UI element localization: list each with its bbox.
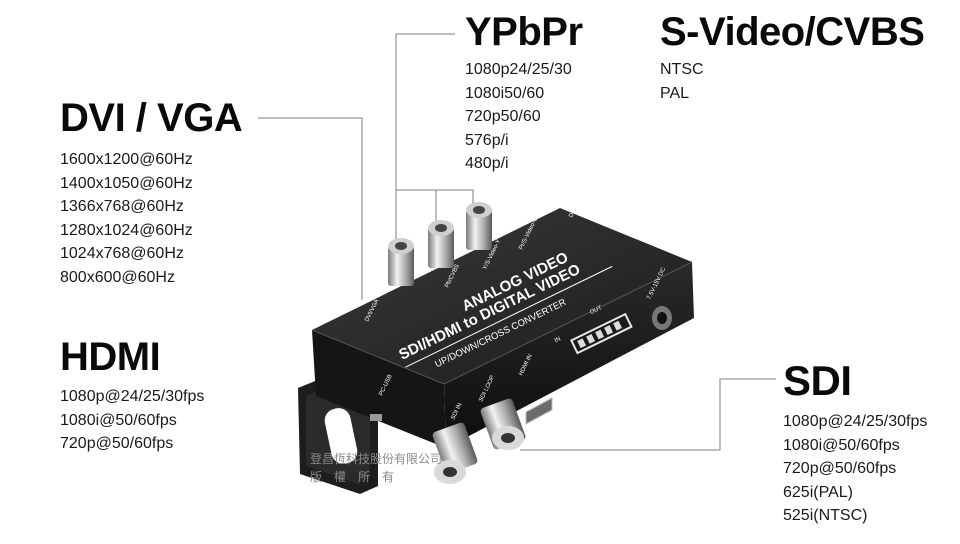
dvi-vga-section: DVI / VGA 1600x1200@60Hz 1400x1050@60Hz … xyxy=(60,96,243,290)
hdmi-port xyxy=(525,397,553,425)
list-item: 720p@50/60fps xyxy=(60,435,174,453)
bnc-sdi-in xyxy=(432,422,478,484)
sdi-section: SDI 1080p@24/25/30fps 1080i@50/60fps 720… xyxy=(783,360,927,528)
usb-port xyxy=(370,414,382,421)
list-item: 1080i@50/60fps xyxy=(783,436,900,454)
svideo-cvbs-section: S-Video/CVBS NTSC PAL xyxy=(660,10,925,105)
list-item: 1024x768@60Hz xyxy=(60,245,184,263)
list-item: 576p/i xyxy=(465,131,509,149)
power-jack xyxy=(652,306,672,330)
sdi-title: SDI xyxy=(783,357,852,404)
list-item: 1400x1050@60Hz xyxy=(60,174,193,192)
sdi-spec-list: 1080p@24/25/30fps 1080i@50/60fps 720p@50… xyxy=(783,410,927,528)
hdmi-title: HDMI xyxy=(60,335,161,379)
list-item: NTSC xyxy=(660,61,704,78)
list-item: 1080i@50/60fps xyxy=(60,411,177,429)
list-item: PAL xyxy=(660,84,690,102)
watermark-line1: 登昌恆科技股份有限公司 xyxy=(310,452,443,466)
list-item: 1366x768@60Hz xyxy=(60,198,184,216)
leader-lines xyxy=(258,33,776,451)
list-item: 720p50/60 xyxy=(465,108,541,126)
hdmi-section: HDMI 1080p@24/25/30fps 1080i@50/60fps 72… xyxy=(60,337,204,456)
list-item: 720p@50/60fps xyxy=(783,460,897,478)
list-item: 480p/i xyxy=(465,155,509,173)
list-item: 800x600@60Hz xyxy=(60,268,175,286)
list-item: 1080p24/25/30 xyxy=(465,61,572,78)
svideo-cvbs-title: S-Video/CVBS xyxy=(660,10,925,54)
ypbpr-title: YPbPr xyxy=(465,10,583,54)
dvi-vga-title: DVI / VGA xyxy=(60,96,243,140)
bnc-rear-3 xyxy=(466,202,492,250)
list-item: 525i(NTSC) xyxy=(783,507,868,525)
bnc-sdi-loop xyxy=(480,398,526,450)
list-item: 1600x1200@60Hz xyxy=(60,151,193,168)
label-out: OUT xyxy=(589,305,603,316)
watermark: 登昌恆科技股份有限公司 版 權 所 有 xyxy=(310,450,442,486)
list-item: 1280x1024@60Hz xyxy=(60,221,193,239)
dvi-vga-spec-list: 1600x1200@60Hz 1400x1050@60Hz 1366x768@6… xyxy=(60,148,242,290)
dip-switch-panel: IN OUT xyxy=(554,305,633,355)
watermark-line2: 版 權 所 有 xyxy=(310,470,395,484)
list-item: 625i(PAL) xyxy=(783,483,853,501)
ypbpr-spec-list: 1080p24/25/30 1080i50/60 720p50/60 576p/… xyxy=(465,58,583,176)
bnc-rear-2 xyxy=(428,220,454,268)
ypbpr-section: YPbPr 1080p24/25/30 1080i50/60 720p50/60… xyxy=(465,12,583,176)
hdmi-spec-list: 1080p@24/25/30fps 1080i@50/60fps 720p@50… xyxy=(60,385,204,456)
svideo-cvbs-spec-list: NTSC PAL xyxy=(660,58,924,105)
bnc-rear-1 xyxy=(388,238,414,286)
label-dip: DIP xyxy=(568,207,578,219)
list-item: 1080p@24/25/30fps xyxy=(783,413,928,430)
list-item: 1080i50/60 xyxy=(465,84,545,102)
label-in: IN xyxy=(554,336,562,344)
list-item: 1080p@24/25/30fps xyxy=(60,388,205,405)
